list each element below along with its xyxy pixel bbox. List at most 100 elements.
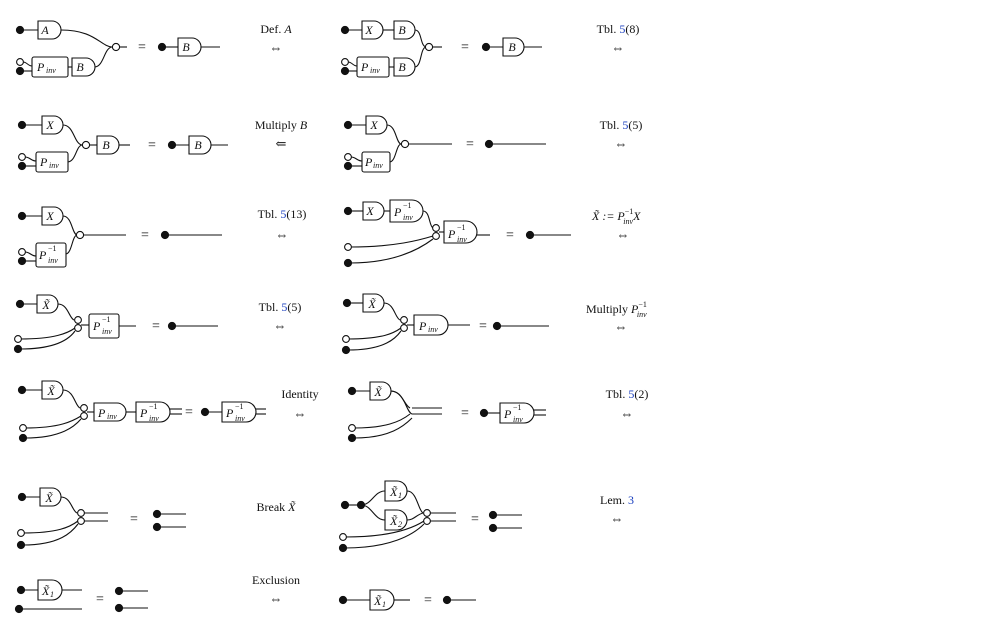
- gate-b-label: B: [398, 60, 406, 74]
- gate-p-inv-inverse: [135, 401, 171, 423]
- merge-node: [424, 42, 434, 52]
- equation-12: X̃ 1 X̃ 2 =: [338, 480, 522, 553]
- rule-label: Def. A: [260, 22, 292, 36]
- gate-a: [37, 20, 62, 40]
- gate-x-label: X: [364, 23, 373, 37]
- equivalence-arrow: ⇔: [617, 227, 630, 242]
- gate-p-inv-inverse: [35, 242, 67, 268]
- gate-b-label: B: [182, 40, 190, 54]
- rule-label: Tbl. 5(5): [600, 118, 643, 132]
- rule-lemma-3: Lem. 3 ⇔: [600, 493, 634, 526]
- merge-node: [80, 412, 88, 420]
- equivalence-arrow: ⇔: [274, 318, 287, 333]
- rule-tbl-5-2: Tbl. 5(2) ⇔: [606, 387, 649, 421]
- gate-x-tilde: [362, 293, 385, 313]
- merge-node: [77, 509, 85, 517]
- gate-xt-sub: 1: [398, 491, 402, 500]
- equals-sign: =: [130, 512, 138, 527]
- gate-b-label: B: [194, 138, 202, 152]
- equivalence-arrow: ⇔: [621, 406, 634, 421]
- input-hollow-dot: [344, 153, 352, 161]
- merge-node: [81, 140, 91, 150]
- rule-tbl-5-8: Tbl. 5(8) ⇔: [597, 22, 640, 55]
- equals-sign: =: [471, 512, 479, 527]
- gate-x: [362, 201, 385, 221]
- input-hollow-dot: [19, 424, 27, 432]
- input-dot: [13, 344, 23, 354]
- gate-xt-label: X̃: [367, 297, 376, 311]
- gate-p-sub: inv: [457, 235, 467, 244]
- input-hollow-dot: [18, 248, 26, 256]
- equals-sign: =: [506, 228, 514, 243]
- equivalence-arrow: ⇔: [611, 511, 624, 526]
- gate-x: [41, 115, 64, 135]
- gate-xt-label: X̃: [41, 584, 50, 598]
- gate-xt-label: X̃: [373, 594, 382, 608]
- gate-xt-sub: 1: [382, 600, 386, 609]
- merge-node: [400, 139, 410, 149]
- gate-b: [393, 57, 416, 77]
- gate-p-inv-inverse: [443, 220, 478, 244]
- equivalence-arrow: ⇔: [270, 40, 283, 55]
- equation-9: X̃ P inv P −1 inv = P −1 inv: [17, 380, 266, 443]
- rule-label: Multiply B: [255, 118, 308, 132]
- gate-x-tilde: [369, 381, 392, 401]
- rule-def-a: Def. A ⇔: [260, 22, 292, 55]
- merge-node: [423, 517, 431, 525]
- equation-10: X̃ = P −1 inv: [347, 381, 546, 443]
- gate-x-tilde-1: [369, 589, 395, 611]
- gate-p-label: P: [393, 205, 402, 219]
- gate-x: [361, 20, 384, 40]
- equation-3: X P inv B = B: [17, 115, 228, 173]
- merge-node: [400, 324, 408, 332]
- gate-xt-label: X̃: [41, 298, 50, 312]
- equals-sign: =: [479, 319, 487, 334]
- gate-b: [188, 135, 212, 155]
- equivalence-arrow: ⇔: [615, 319, 628, 334]
- equivalence-arrow: ⇔: [270, 591, 283, 606]
- rule-tbl-5-5: Tbl. 5(5) ⇔: [600, 118, 643, 151]
- merge-node: [80, 404, 88, 412]
- implication-arrow: ⇐: [276, 136, 287, 151]
- equation-1: A P inv B = B: [15, 20, 220, 78]
- gate-a-label: A: [40, 23, 49, 37]
- gate-p-label: P: [97, 406, 106, 420]
- equals-sign: =: [466, 137, 474, 152]
- gate-p-sup: −1: [48, 244, 57, 253]
- gate-xt-label: X̃: [373, 385, 382, 399]
- gate-b-label: B: [508, 40, 516, 54]
- gate-p-label: P: [36, 60, 45, 74]
- gate-p-sub: inv: [513, 415, 523, 424]
- input-dot: [338, 543, 348, 553]
- equivalence-arrow: ⇔: [294, 406, 307, 421]
- input-dot: [341, 345, 351, 355]
- rule-label: Identity: [281, 387, 318, 401]
- input-hollow-dot: [339, 533, 347, 541]
- gate-b: [393, 20, 416, 40]
- gate-x-label: X: [45, 118, 54, 132]
- gate-p-sub: inv: [235, 414, 245, 423]
- gate-b-label: B: [102, 138, 110, 152]
- gate-p-label: P: [92, 319, 101, 333]
- gate-p-label: P: [139, 406, 148, 420]
- gate-p-sub: inv: [49, 161, 59, 170]
- gate-x-label: X: [45, 209, 54, 223]
- merge-node: [423, 509, 431, 517]
- gate-xt-sub: 2: [398, 520, 402, 529]
- merge-node: [74, 324, 82, 332]
- gate-p-inv: [93, 402, 127, 422]
- rule-label: Exclusion: [252, 573, 300, 587]
- rule-identity: Identity ⇔: [281, 387, 318, 421]
- input-hollow-dot: [16, 58, 24, 66]
- merge-node: [432, 224, 440, 232]
- equation-11: X̃ =: [16, 487, 186, 550]
- gate-x-tilde-2: [384, 509, 408, 531]
- rule-label: Tbl. 5(2): [606, 387, 649, 401]
- rule-tbl-5-13: Tbl. 5(13) ⇔: [258, 207, 307, 242]
- gate-b: [71, 57, 96, 77]
- gate-p-sup: −1: [403, 201, 412, 210]
- equals-sign: =: [138, 40, 146, 55]
- input-dot: [343, 258, 353, 268]
- gate-xt-label: X̃: [46, 384, 55, 398]
